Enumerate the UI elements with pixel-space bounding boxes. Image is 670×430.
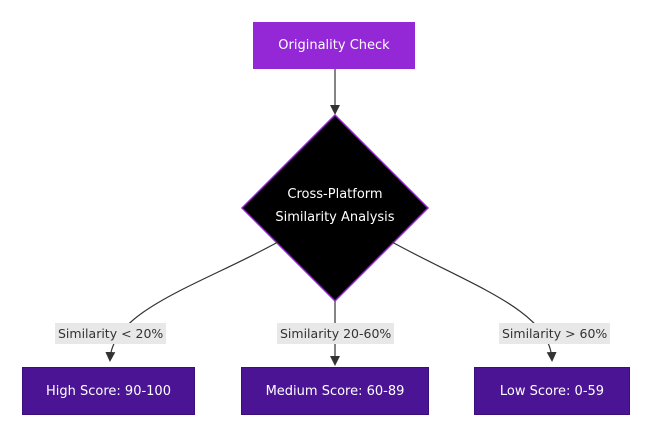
- node-high-score-label: High Score: 90-100: [46, 383, 171, 399]
- edge-label-low-similarity: Similarity < 20%: [55, 323, 167, 344]
- node-medium-score: Medium Score: 60-89: [241, 367, 429, 415]
- node-low-score-label: Low Score: 0-59: [499, 383, 605, 399]
- node-high-score: High Score: 90-100: [22, 367, 195, 415]
- node-medium-score-label: Medium Score: 60-89: [265, 383, 405, 399]
- decision-label: Cross-Platform Similarity Analysis: [255, 183, 415, 229]
- decision-label-line-1: Cross-Platform: [287, 187, 383, 202]
- node-originality-check-label: Originality Check: [278, 38, 390, 53]
- node-low-score: Low Score: 0-59: [474, 367, 630, 415]
- decision-label-line-2: Similarity Analysis: [275, 210, 395, 225]
- edge-label-high-similarity: Similarity > 60%: [499, 323, 611, 344]
- node-originality-check: Originality Check: [253, 22, 415, 69]
- edge-label-medium-similarity: Similarity 20-60%: [277, 323, 395, 344]
